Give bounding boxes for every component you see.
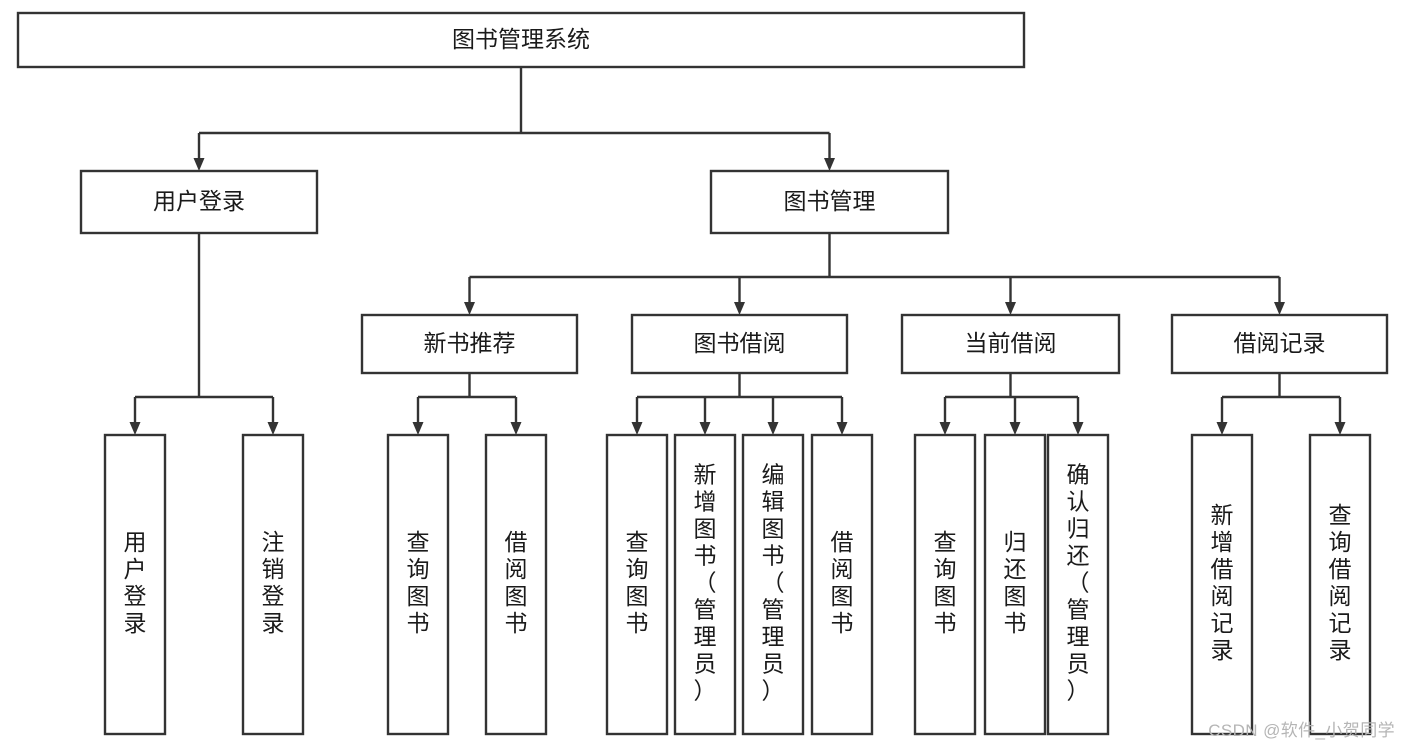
node-newbook[interactable]: 新书推荐: [360, 313, 579, 375]
node-label-current: 当前借阅: [965, 330, 1057, 356]
node-current[interactable]: 当前借阅: [900, 313, 1121, 375]
node-label-newbook: 新书推荐: [424, 330, 516, 356]
node-box-leaf-borrow-add[interactable]: [673, 433, 737, 736]
connector-layer: [129, 67, 1346, 435]
node-leaf-user-logout[interactable]: 注销登录: [241, 433, 305, 736]
connector-group-root: [193, 67, 835, 171]
node-leaf-newbook-query[interactable]: 查询图书: [386, 433, 450, 736]
node-leaf-record-add[interactable]: 新增借阅记录: [1190, 433, 1254, 736]
node-box-leaf-newbook-query[interactable]: [386, 433, 450, 736]
connector-group-record: [1216, 373, 1346, 435]
node-label-bookmgmt: 图书管理: [784, 188, 876, 214]
node-root[interactable]: 图书管理系统: [16, 11, 1026, 69]
node-box-leaf-user-login[interactable]: [103, 433, 167, 736]
node-leaf-newbook-borrow[interactable]: 借阅图书: [484, 433, 548, 736]
node-bookmgmt[interactable]: 图书管理: [709, 169, 950, 235]
node-box-leaf-borrow-query[interactable]: [605, 433, 669, 736]
node-label-leaf-borrow-add: 新增图书（管理员）: [694, 462, 717, 704]
node-label-leaf-current-query: 查询图书: [934, 529, 957, 636]
node-box-bookmgmt[interactable]: [709, 169, 950, 235]
connector-group-borrow: [631, 373, 848, 435]
connector-group-current: [939, 373, 1084, 435]
connector-group-newbook: [412, 373, 522, 435]
node-label-leaf-record-query: 查询借阅记录: [1329, 502, 1352, 663]
node-box-leaf-newbook-borrow[interactable]: [484, 433, 548, 736]
node-label-leaf-user-login: 用户登录: [124, 529, 147, 636]
node-leaf-borrow-edit[interactable]: 编辑图书（管理员）: [741, 433, 805, 736]
node-box-leaf-current-confirm[interactable]: [1046, 433, 1110, 736]
node-label-root: 图书管理系统: [452, 26, 590, 52]
node-label-leaf-record-add: 新增借阅记录: [1211, 502, 1234, 663]
node-box-login[interactable]: [79, 169, 319, 235]
node-label-login: 用户登录: [153, 188, 245, 214]
node-record[interactable]: 借阅记录: [1170, 313, 1389, 375]
node-box-leaf-borrow-edit[interactable]: [741, 433, 805, 736]
node-label-record: 借阅记录: [1234, 330, 1326, 356]
node-box-leaf-record-add[interactable]: [1190, 433, 1254, 736]
node-box-borrow[interactable]: [630, 313, 849, 375]
node-leaf-user-login[interactable]: 用户登录: [103, 433, 167, 736]
connector-group-login: [129, 233, 279, 435]
node-box-current[interactable]: [900, 313, 1121, 375]
node-label-borrow: 图书借阅: [694, 330, 786, 356]
node-label-leaf-borrow-query: 查询图书: [626, 529, 649, 636]
node-label-leaf-newbook-query: 查询图书: [407, 529, 430, 636]
node-label-leaf-borrow-edit: 编辑图书（管理员）: [762, 462, 785, 704]
node-box-leaf-borrow-lend[interactable]: [810, 433, 874, 736]
node-layer: 图书管理系统用户登录图书管理新书推荐图书借阅当前借阅借阅记录用户登录注销登录查询…: [16, 11, 1389, 736]
node-leaf-current-confirm[interactable]: 确认归还（管理员）: [1046, 433, 1110, 736]
node-label-leaf-user-logout: 注销登录: [262, 529, 285, 636]
node-leaf-borrow-query[interactable]: 查询图书: [605, 433, 669, 736]
node-label-leaf-newbook-borrow: 借阅图书: [505, 529, 528, 636]
node-leaf-borrow-add[interactable]: 新增图书（管理员）: [673, 433, 737, 736]
connector-group-bookmgmt: [464, 233, 1285, 315]
node-label-leaf-current-return: 归还图书: [1004, 529, 1027, 636]
node-box-leaf-user-logout[interactable]: [241, 433, 305, 736]
node-leaf-record-query[interactable]: 查询借阅记录: [1308, 433, 1372, 736]
node-box-root[interactable]: [16, 11, 1026, 69]
node-box-record[interactable]: [1170, 313, 1389, 375]
node-borrow[interactable]: 图书借阅: [630, 313, 849, 375]
node-box-leaf-current-return[interactable]: [983, 433, 1047, 736]
node-box-leaf-current-query[interactable]: [913, 433, 977, 736]
node-leaf-current-return[interactable]: 归还图书: [983, 433, 1047, 736]
node-box-leaf-record-query[interactable]: [1308, 433, 1372, 736]
node-label-leaf-borrow-lend: 借阅图书: [831, 529, 854, 636]
node-login[interactable]: 用户登录: [79, 169, 319, 235]
node-box-newbook[interactable]: [360, 313, 579, 375]
node-leaf-borrow-lend[interactable]: 借阅图书: [810, 433, 874, 736]
node-label-leaf-current-confirm: 确认归还（管理员）: [1067, 462, 1090, 704]
node-leaf-current-query[interactable]: 查询图书: [913, 433, 977, 736]
